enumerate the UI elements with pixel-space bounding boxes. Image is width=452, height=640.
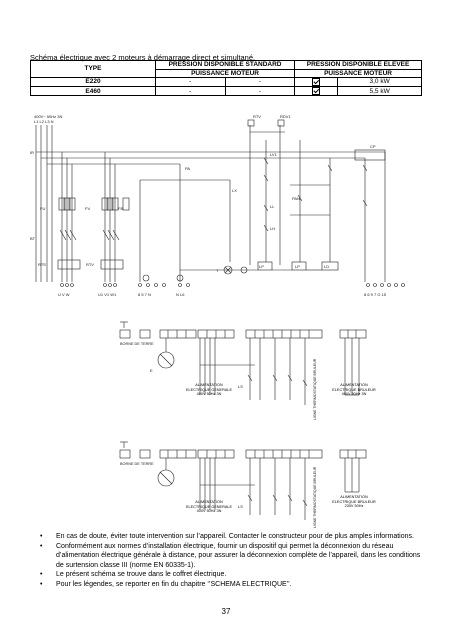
list-item: Conformément aux normes d’installation é…: [40, 542, 422, 571]
bornier-lower: BORNE DE TERRE: [120, 462, 154, 466]
label-fu: FU: [40, 206, 45, 211]
alim-gen-lower-box: ALIMENTATION ELECTRIQUE GENERALE 400V 50…: [186, 500, 232, 514]
label-pan: PAN: [292, 196, 300, 201]
label-fb: FB: [118, 206, 123, 211]
power-table: TYPE PRESSION DISPONIBLE STANDARD PRESSI…: [30, 60, 422, 97]
list-item: En cas de doute, éviter toute interventi…: [40, 532, 422, 542]
bornier-upper: BORNE DE TERRE: [120, 342, 154, 346]
label-ll: LL: [270, 204, 275, 209]
label-lx: LX: [232, 188, 237, 193]
eleve-check-cell: [294, 76, 339, 88]
terminals-neutral: N L6: [176, 292, 185, 297]
terminals-burner: 8 6 9 7 G 15: [364, 292, 387, 297]
page-number: 37: [221, 607, 231, 616]
label-lp2: LP: [295, 264, 300, 269]
label-rtv: RTV: [253, 114, 261, 119]
label-bt: BT: [30, 236, 36, 241]
label-fv: FV: [85, 206, 90, 211]
notes-list: En cas de doute, éviter toute interventi…: [40, 532, 422, 589]
label-ls2: LS: [238, 504, 243, 509]
alim-gen-lower: ALIMENTATION ELECTRIQUE GENERALE 400V 50…: [186, 500, 232, 514]
alim-gen-upper: ALIMENTATION ELECTRIQUE GENERALE 400V 50…: [186, 383, 232, 397]
alim-brul-lower-box: ALIMENTATION ELECTRIQUE BRULEUR 230V 50H…: [332, 495, 376, 509]
label-ir: IR: [30, 150, 34, 155]
label-lp: LP: [259, 264, 264, 269]
alim-brul-upper-box: ALIMENTATION ELECTRIQUE BRULEUR 400V 50H…: [332, 383, 376, 397]
power-cell: 5,5 kW: [337, 86, 422, 97]
type-cell: E460: [30, 86, 156, 97]
label-cp: CP: [370, 144, 376, 149]
terminals-motor1: U V W: [58, 292, 70, 297]
label-ls: LS: [238, 384, 243, 389]
supply-terminals: L1 L2 L3 N: [34, 119, 54, 124]
alim-brul-upper: ALIMENTATION ELECTRIQUE BRULEUR 400V 50H…: [332, 383, 376, 397]
label-rts: RTS: [38, 262, 46, 267]
label-e: E: [150, 368, 153, 373]
checkbox-checked-icon: [312, 78, 321, 86]
supply-label: 400V~ 50Hz 3N: [34, 114, 62, 119]
eleve-check-cell: [294, 86, 339, 97]
terminals-motor2: U1 V1 W1: [98, 292, 117, 297]
label-lh: LH: [270, 226, 275, 231]
checkbox-checked-icon: [312, 87, 321, 96]
label-rtv2: RTV: [86, 262, 94, 267]
alim-brul-lower: ALIMENTATION ELECTRIQUE BRULEUR 230V 50H…: [332, 495, 376, 509]
label-t: T: [216, 268, 219, 273]
label-rdv1: RDV1: [280, 114, 291, 119]
earth-icon: [120, 321, 128, 448]
list-item: Le présent schéma se trouve dans le coff…: [40, 570, 422, 580]
ligne-thermo-upper: LIGNE THERMOSTATIQUE BRULEUR: [313, 358, 317, 420]
ligne-thermo-lower: LIGNE THERMOSTATIQUE BRULEUR: [313, 466, 317, 528]
alim-gen-upper-box: ALIMENTATION ELECTRIQUE GENERALE 400V 50…: [186, 383, 232, 397]
list-item: Pour les légendes, se reporter en fin du…: [40, 580, 422, 590]
page-heading: Schéma électrique avec 2 moteurs à démar…: [30, 53, 256, 62]
label-pa: PA: [185, 166, 190, 171]
label-ld: LD: [324, 264, 329, 269]
label-lv: LV1: [270, 152, 278, 157]
terminals-control: 8 5 7 N: [138, 292, 151, 297]
table-row: E460 - - 5,5 kW: [30, 86, 422, 97]
